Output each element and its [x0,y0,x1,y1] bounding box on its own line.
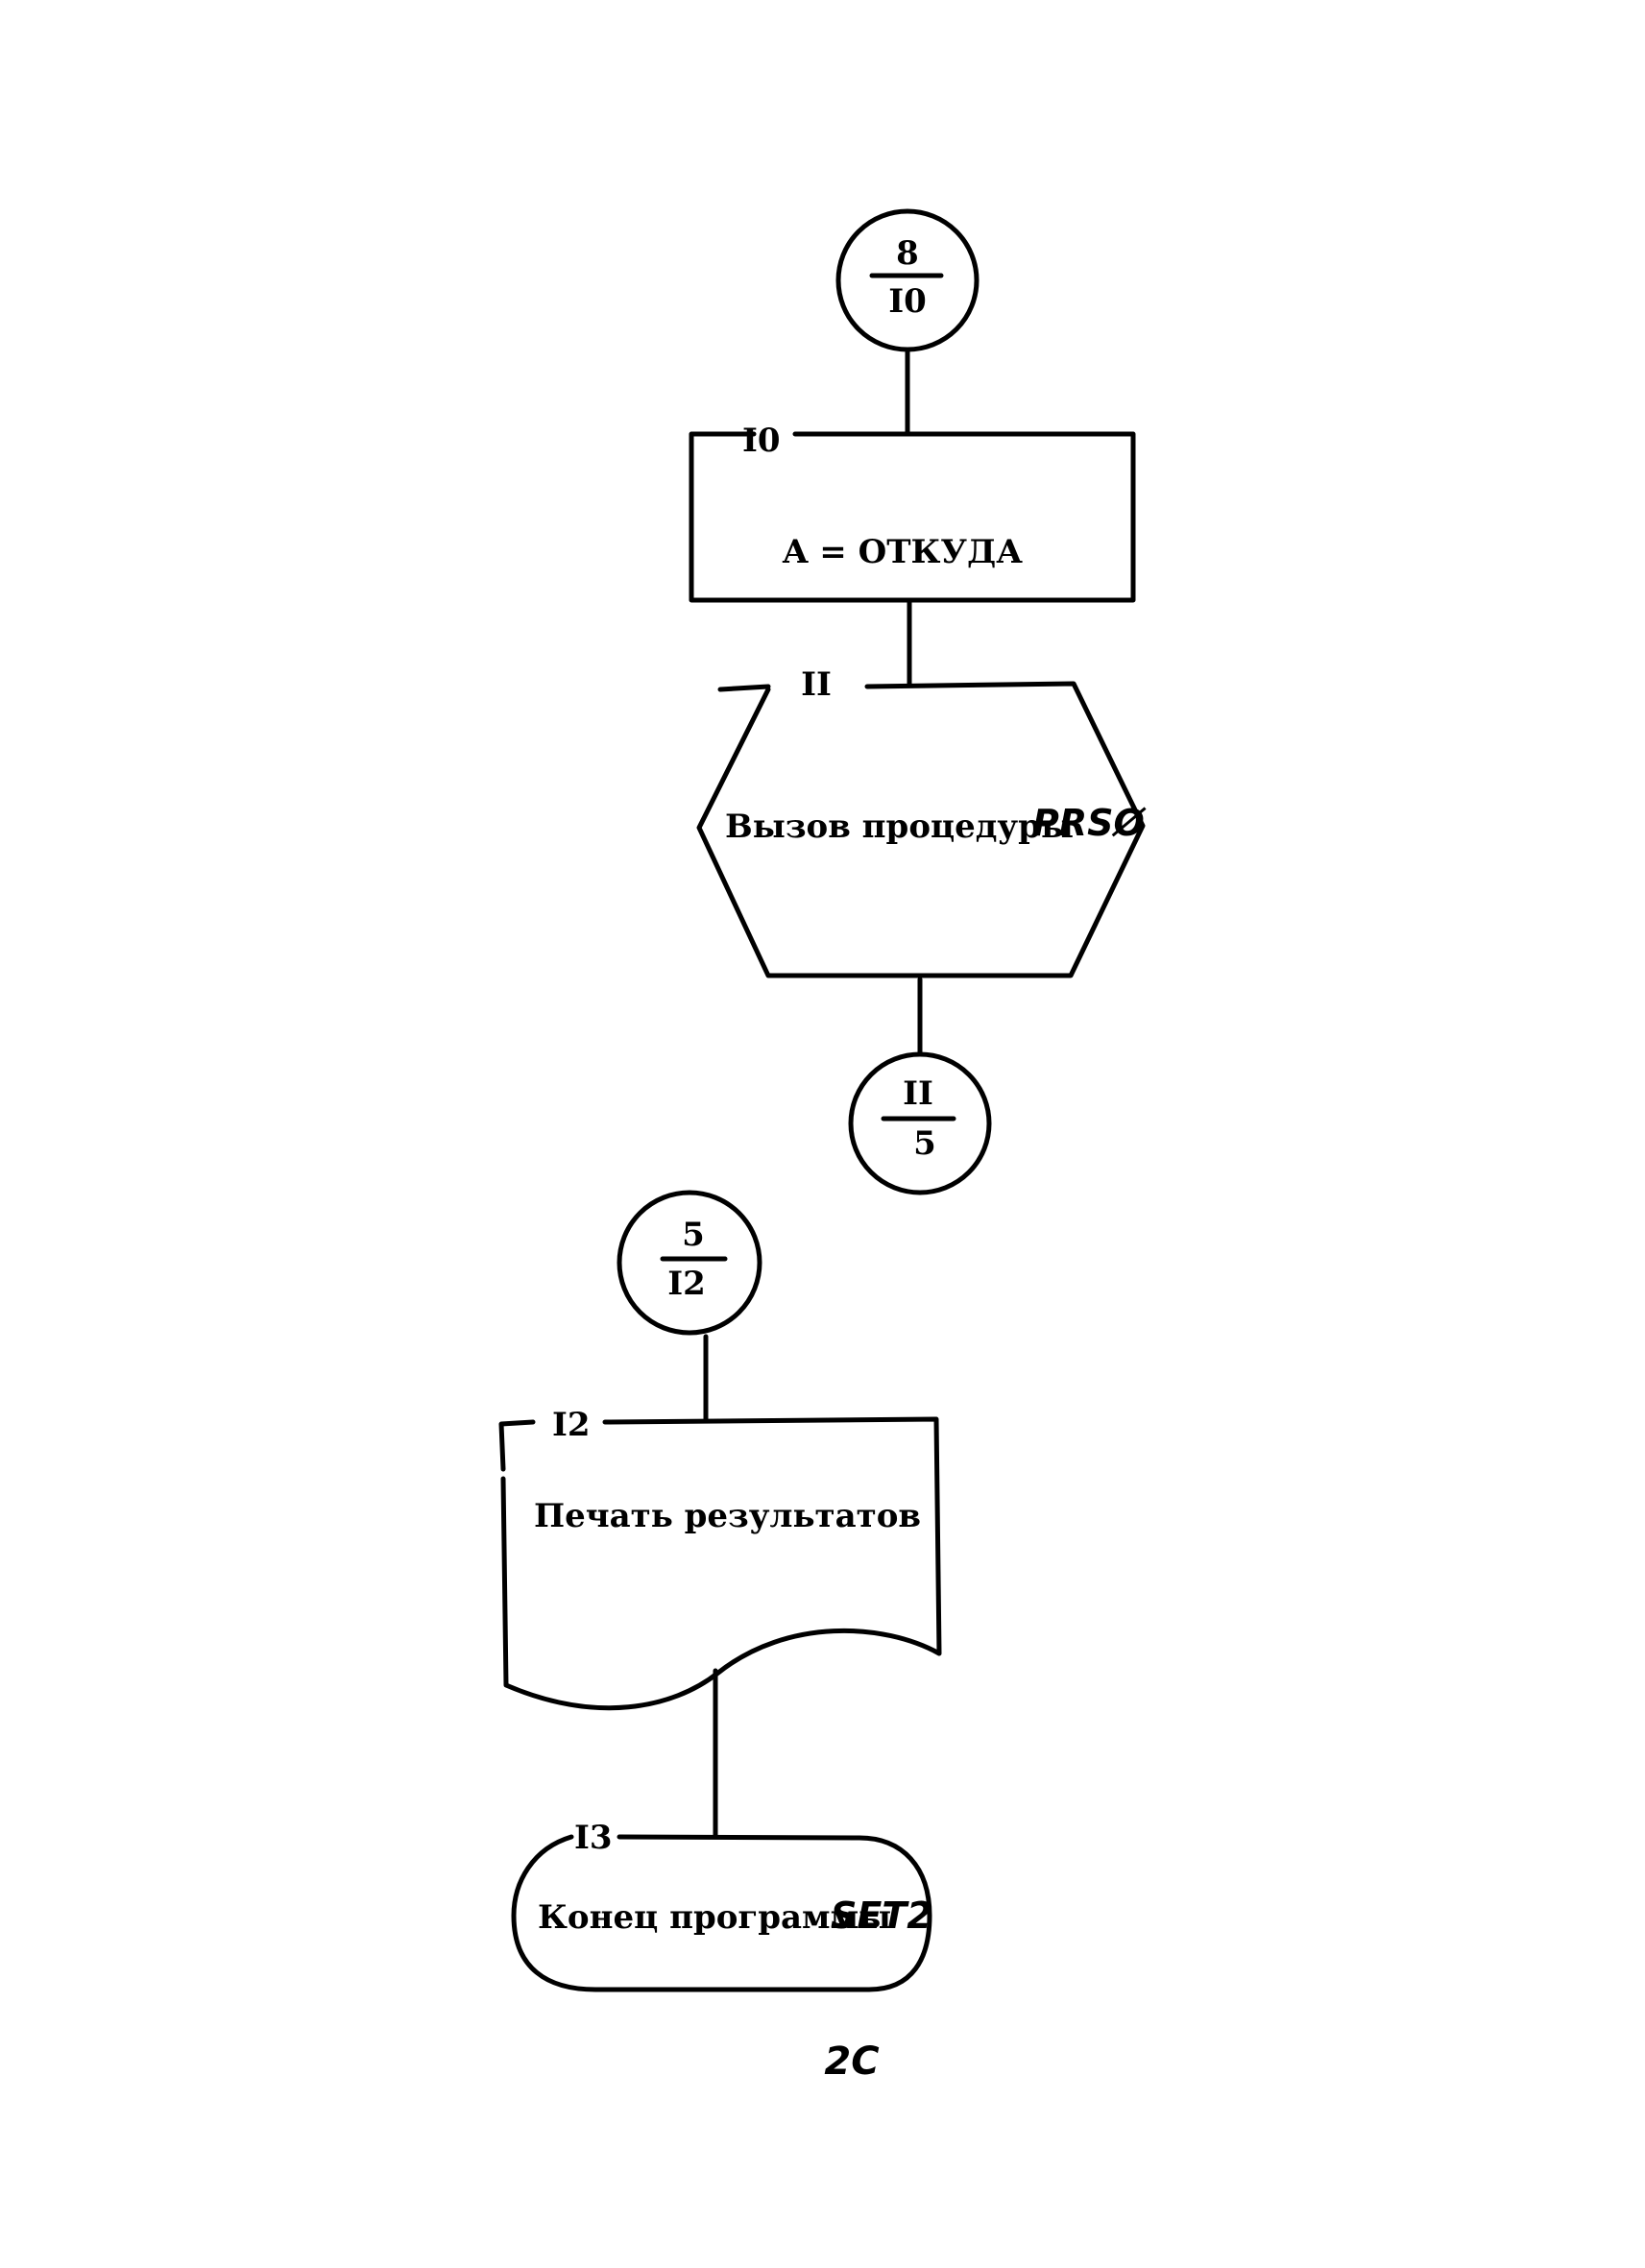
block-II-procedure-call: II Вызов процедуры PRSØ [696,665,1147,978]
block-label: I2 [552,1406,591,1444]
block-text: A = ОТКУДА [782,533,1023,571]
hexagon-edge [717,684,771,692]
block-I0-process: I0 A = ОТКУДА [689,422,1136,603]
terminator-outline [511,1834,932,1992]
connector-top-value: 5 [682,1216,705,1254]
process-box [689,431,1136,603]
hexagon-outline [696,681,1146,978]
connector-5-I2: 5 I2 [617,1190,762,1336]
block-text: Вызов процедуры [725,808,1074,846]
block-label: II [801,665,832,704]
connector-circle [848,1051,992,1195]
program-name: SET2 [831,1894,932,1937]
connector-bottom-value: I2 [667,1265,706,1303]
block-text: Печать результатов [534,1497,921,1535]
page-number: 2C [824,2039,879,2084]
document-outline [498,1416,942,1711]
connector-bottom-value: I0 [888,282,927,321]
connector-top-value: 8 [896,234,919,273]
block-I3-terminator: I3 Конец программы SET2 [511,1819,932,1992]
connector-II-5: II 5 [848,1051,992,1195]
connector-top-value: II [903,1074,933,1113]
block-label: I3 [574,1819,613,1857]
connector-circle [835,208,980,352]
connector-bottom-value: 5 [913,1124,936,1163]
block-I2-document: I2 Печать результатов [498,1406,942,1711]
block-text: Конец программы [538,1898,891,1937]
procedure-name: PRSØ [1032,802,1147,844]
connector-circle [617,1190,762,1336]
connector-8-I0: 8 I0 [835,208,980,352]
block-label: I0 [742,422,781,460]
